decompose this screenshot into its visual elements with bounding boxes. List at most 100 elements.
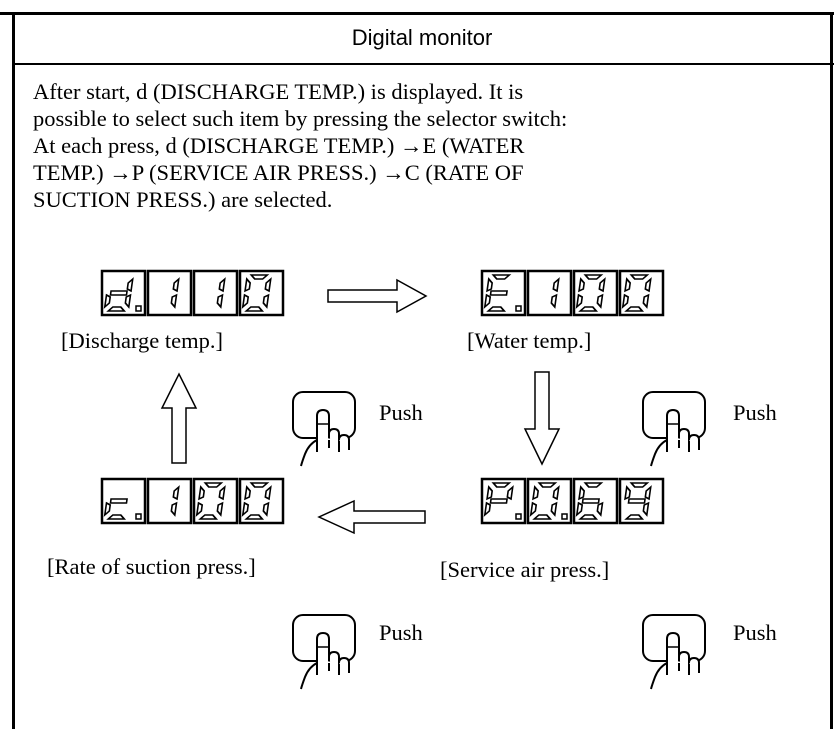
display-segment [575, 293, 584, 309]
display-digit-frame [146, 269, 193, 317]
display-segment [109, 290, 128, 296]
display-segment [103, 293, 112, 309]
frame-top-left-line [0, 12, 14, 15]
display-segment [262, 501, 270, 517]
display-segment [483, 293, 492, 309]
display-segment [537, 482, 558, 488]
paragraph-line: SUCTION PRESS.) are selected. [33, 187, 333, 212]
display-segment [491, 482, 512, 488]
display-digit [483, 274, 512, 312]
seven-segment-display [100, 269, 285, 317]
hand-press-icon [642, 614, 706, 690]
display-segment [644, 485, 652, 501]
display-digit-frame [146, 477, 193, 525]
decimal-point [135, 513, 142, 520]
display-segment [627, 498, 646, 504]
discharge-temp-display [100, 269, 288, 317]
display-segment [644, 277, 652, 293]
header-box [12, 12, 834, 65]
display-segment [170, 501, 178, 517]
arrow-up-icon [160, 372, 198, 464]
display-segment [249, 482, 270, 488]
display-segment [216, 293, 224, 309]
display-segment [241, 293, 250, 309]
display-segment [578, 306, 599, 312]
display-segment [264, 485, 272, 501]
push-button-icon [641, 390, 725, 473]
service-air-press-display [480, 477, 668, 525]
push-label: Push [733, 620, 777, 645]
display-segment [642, 501, 650, 517]
discharge-temp-caption: [Discharge temp.] [61, 328, 224, 353]
display-segment [529, 501, 538, 517]
paragraph-line: After start, d (DISCHARGE TEMP.) is disp… [33, 79, 524, 104]
display-segment [244, 485, 252, 501]
display-segment [550, 501, 558, 517]
display-digit [103, 498, 128, 520]
frame-right-line [830, 12, 833, 729]
seven-segment-display [100, 477, 285, 525]
display-segment [244, 514, 265, 520]
display-segment [598, 277, 606, 293]
display-segment [489, 290, 508, 296]
display-segment [106, 306, 127, 312]
display-segment [624, 306, 645, 312]
display-segment [575, 501, 584, 517]
display-segment [642, 293, 650, 309]
display-segment [552, 485, 560, 501]
display-segment [624, 514, 645, 520]
display-segment [103, 501, 112, 517]
display-digit [529, 482, 560, 520]
display-segment [624, 277, 632, 293]
page-title: Digital monitor [351, 25, 493, 50]
display-segment [218, 485, 226, 501]
push-button-icon [291, 613, 375, 696]
display-segment [486, 277, 494, 293]
display-segment [532, 485, 540, 501]
decimal-point [515, 305, 522, 312]
display-segment [552, 277, 560, 293]
display-digit-frame [526, 269, 573, 317]
decimal-point [135, 305, 142, 312]
hand-press-icon [642, 391, 706, 467]
frame-left-line [12, 12, 15, 729]
display-segment [264, 277, 272, 293]
display-segment [249, 274, 270, 280]
decimal-point [561, 513, 568, 520]
display-segment [550, 293, 558, 309]
push-label: Push [733, 400, 777, 425]
description-paragraph: After start, d (DISCHARGE TEMP.) is disp… [33, 78, 823, 213]
push-label: Push [379, 620, 423, 645]
display-segment [195, 501, 204, 517]
display-segment [244, 306, 265, 312]
display-digit [216, 277, 226, 309]
push-button-icon [641, 613, 725, 696]
display-segment [486, 485, 494, 501]
arrow-right-icon [327, 278, 428, 314]
suction-press-display [100, 477, 288, 525]
display-segment [198, 514, 219, 520]
display-segment [172, 277, 180, 293]
display-segment [624, 485, 632, 501]
display-segment [244, 277, 252, 293]
display-segment [581, 498, 600, 504]
display-digit [575, 482, 604, 520]
display-segment [483, 501, 492, 517]
display-segment [198, 485, 206, 501]
display-segment [583, 482, 604, 488]
display-digit [550, 277, 560, 309]
paragraph-line: At each press, d (DISCHARGE TEMP.) →E (W… [33, 133, 525, 158]
display-digit [103, 277, 134, 312]
water-temp-display [480, 269, 668, 317]
arrow-left-icon [317, 499, 426, 535]
display-segment [629, 274, 650, 280]
display-segment [106, 514, 127, 520]
paragraph-line: possible to select such item by pressing… [33, 106, 568, 131]
arrow-down-icon [523, 371, 561, 466]
display-segment [491, 274, 512, 280]
display-segment [172, 485, 180, 501]
display-segment [621, 293, 630, 309]
suction-press-caption: [Rate of suction press.] [47, 554, 256, 579]
display-segment [262, 293, 270, 309]
paragraph-line: TEMP.) →P (SERVICE AIR PRESS.) →C (RATE … [33, 160, 524, 185]
